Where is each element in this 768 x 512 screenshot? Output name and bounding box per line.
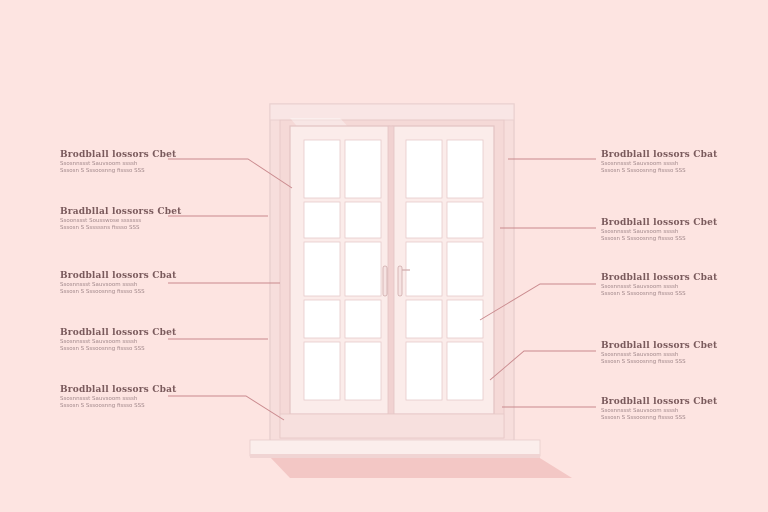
callout-desc: Ssosnnssst Sauvsoom ssssh xyxy=(601,284,679,290)
leader-line xyxy=(489,350,596,381)
callout-right-4: Brodblall lossors Cbet Ssosnnssst Sauvso… xyxy=(601,341,721,366)
callout-title: Brodblall lossors Cbat xyxy=(601,150,718,160)
callout-left-1: Brodblall lossors Cbet Ssosnnssst Sauvso… xyxy=(60,150,180,175)
callout-desc: Sssosn S Ssssssns fissso SSS xyxy=(60,225,140,231)
sill-edge xyxy=(250,454,540,458)
callout-title: Brodblall lossors Cbet xyxy=(601,397,718,407)
pane xyxy=(405,299,443,339)
callout-desc: Sssosn S Sssoosnng fissso SSS xyxy=(601,291,686,297)
callout-desc: Ssosnnssst Sauvsoom ssssh xyxy=(601,229,679,235)
pane xyxy=(446,201,484,239)
right-panes xyxy=(405,139,484,401)
pane xyxy=(303,299,341,339)
callout-desc: Sssosn S Sssoosnng fissso SSS xyxy=(60,289,145,295)
callout-desc: Sssosn S Sssoosnng fissso SSS xyxy=(601,168,686,174)
bottom-rail xyxy=(279,413,505,439)
leader-line xyxy=(168,395,285,421)
leader-line xyxy=(479,283,596,321)
leader-line xyxy=(168,158,293,189)
callout-desc: Ssosnnssst Sauvsoom ssssh xyxy=(60,396,138,402)
left-leaders xyxy=(168,158,293,421)
left-handle-icon xyxy=(382,265,388,297)
pane xyxy=(344,299,382,339)
pane xyxy=(446,341,484,401)
callout-left-3: Brodblall lossors Cbat Ssosnnssst Sauvso… xyxy=(60,271,180,296)
pane xyxy=(405,201,443,239)
callout-title: Brodblall lossors Cbet xyxy=(601,341,718,351)
mullion xyxy=(387,125,395,415)
callout-title: Bradbllal lossorss Cbet xyxy=(60,207,182,217)
pane xyxy=(446,139,484,199)
callout-desc: Sssosn S Sssoosnng fissso SSS xyxy=(601,415,686,421)
callout-left-5: Brodblall lossors Cbat Ssosnnssst Sauvso… xyxy=(60,385,180,410)
callout-title: Brodblall lossors Cbat xyxy=(60,385,177,395)
callout-desc: Ssosnnssst Sauvsoom ssssh xyxy=(60,339,138,345)
pane xyxy=(303,139,341,199)
pane xyxy=(405,241,443,297)
callout-desc: Ssosnnssst Sauvsoom ssssh xyxy=(601,408,679,414)
right-leaders xyxy=(479,158,596,408)
callout-title: Brodblall lossors Cbat xyxy=(60,271,177,281)
callout-right-3: Brodblall lossors Cbat Ssosnnssst Sauvso… xyxy=(601,273,721,298)
callout-left-4: Brodblall lossors Cbet Ssosnnssst Sauvso… xyxy=(60,328,180,353)
callout-title: Brodblall lossors Cbet xyxy=(601,218,718,228)
pane xyxy=(303,241,341,297)
callout-desc: Ssosnnssst Sauvsoom ssssh xyxy=(60,282,138,288)
pane xyxy=(446,299,484,339)
pane xyxy=(344,241,382,297)
callout-title: Brodblall lossors Cbat xyxy=(601,273,718,283)
callout-right-1: Brodblall lossors Cbat Ssosnnssst Sauvso… xyxy=(601,150,721,175)
pane xyxy=(344,201,382,239)
frame-head xyxy=(269,103,515,121)
pane xyxy=(303,341,341,401)
callout-desc: Ssosnnssst Sauvsoom ssssh xyxy=(601,352,679,358)
sill-shadow xyxy=(268,455,572,478)
callout-right-5: Brodblall lossors Cbet Ssosnnssst Sauvso… xyxy=(601,397,721,422)
pane xyxy=(405,139,443,199)
callout-right-2: Brodblall lossors Cbet Ssosnnssst Sauvso… xyxy=(601,218,721,243)
callout-desc: Sssosn S Sssoosnng fissso SSS xyxy=(60,403,145,409)
window-sill xyxy=(249,439,541,457)
callout-desc: Sssosn S Sssoosnng fissso SSS xyxy=(601,236,686,242)
callout-desc: Sssosn S Sssoosnng fissso SSS xyxy=(601,359,686,365)
pane xyxy=(344,341,382,401)
callout-left-2: Bradbllal lossorss Cbet Ssoonssst Soussw… xyxy=(60,207,182,232)
callout-title: Brodblall lossors Cbet xyxy=(60,328,177,338)
callout-desc: Sssosn S Sssoosnng fissso SSS xyxy=(60,346,145,352)
callout-title: Brodblall lossors Cbet xyxy=(60,150,177,160)
right-handle-icon xyxy=(397,265,403,297)
callout-desc: Ssosnnssst Sauvsoom ssssh xyxy=(60,161,138,167)
pane xyxy=(446,241,484,297)
pane xyxy=(344,139,382,199)
left-panes xyxy=(303,139,382,401)
pane xyxy=(405,341,443,401)
pane xyxy=(303,201,341,239)
callout-desc: Sssosn S Sssoosnng fissso SSS xyxy=(60,168,145,174)
callout-desc: Ssoonssst Sousswose sssssss xyxy=(60,218,142,224)
callout-desc: Ssosnnssst Sauvsoom ssssh xyxy=(601,161,679,167)
